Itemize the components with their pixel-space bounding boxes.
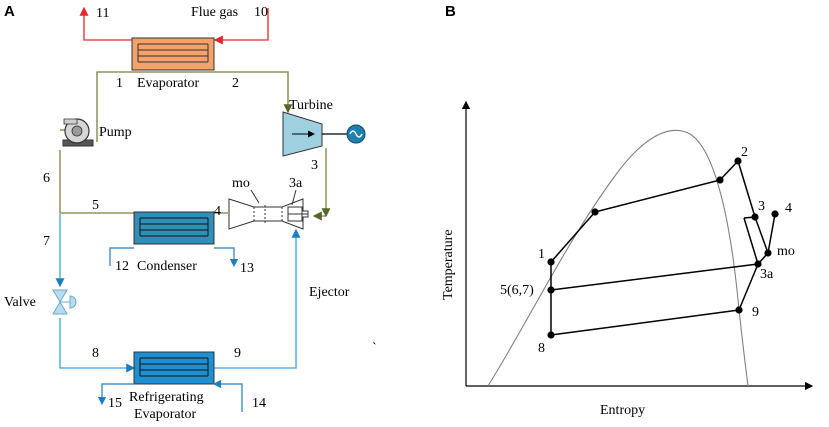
- condenser-water-lines: [109, 247, 239, 268]
- valve-icon: [52, 289, 77, 315]
- flue-gas-label: Flue gas: [191, 5, 238, 20]
- ejector-mo-label: mo: [232, 176, 250, 191]
- x-axis-label: Entropy: [600, 403, 645, 418]
- refrigerating-label-line1: Refrigerating: [129, 390, 204, 405]
- panel-a: A 11 Flue gas 10 Evaporator 1: [4, 3, 377, 422]
- turbine-label: Turbine: [289, 98, 333, 113]
- state-1: 1: [116, 76, 123, 91]
- flue-gas-line: [79, 6, 269, 45]
- state-points: [547, 157, 779, 339]
- ts-point-9: 9: [752, 305, 759, 320]
- ts-point-4: 4: [785, 201, 792, 216]
- evaporator-label: Evaporator: [137, 76, 200, 91]
- ejector-label: Ejector: [309, 285, 350, 300]
- refrigerating-evaporator: [133, 351, 215, 385]
- state-9: 9: [234, 346, 241, 361]
- ts-point-2: 2: [741, 145, 748, 160]
- ts-point-mo: mo: [777, 244, 795, 259]
- panel-b-letter: B: [445, 3, 456, 20]
- pump-label: Pump: [99, 125, 132, 140]
- state-4: 4: [214, 204, 221, 219]
- ts-point-1: 1: [538, 247, 545, 262]
- state-11: 11: [96, 6, 109, 21]
- chilled-water-lines: [97, 379, 243, 412]
- ejector-icon: [228, 189, 309, 230]
- evaporator: [131, 37, 215, 71]
- state-12: 12: [115, 259, 129, 274]
- ts-point-3: 3: [758, 199, 765, 214]
- ts-point-567: 5(6,7): [500, 283, 534, 298]
- pump-icon: [62, 118, 94, 147]
- state-8: 8: [92, 346, 99, 361]
- valve-label: Valve: [4, 295, 36, 310]
- state-10: 10: [254, 5, 268, 20]
- condenser-label: Condenser: [137, 259, 197, 274]
- state-5: 5: [92, 198, 99, 213]
- state-7: 7: [43, 234, 50, 249]
- state-15: 15: [108, 396, 122, 411]
- panel-a-letter: A: [4, 3, 15, 20]
- y-axis-label: Temperature: [441, 229, 456, 300]
- ejector-3a-label: 3a: [289, 176, 303, 191]
- state-6: 6: [43, 171, 50, 186]
- ts-point-8: 8: [538, 341, 545, 356]
- refrigerating-label-line2: Evaporator: [134, 407, 197, 422]
- stray-mark: `: [372, 341, 377, 356]
- turbine: [282, 111, 347, 157]
- saturation-dome: [487, 129, 749, 387]
- ts-axes: [461, 100, 814, 391]
- ts-point-3a: 3a: [760, 267, 774, 282]
- state-13: 13: [240, 261, 254, 276]
- state-2: 2: [232, 76, 239, 91]
- refrigerant-line: [55, 214, 301, 373]
- condenser: [133, 211, 215, 245]
- state-14: 14: [252, 396, 266, 411]
- generator-icon: [346, 124, 366, 144]
- state-3: 3: [311, 158, 318, 173]
- panel-b: B Temperature Entropy: [441, 3, 814, 418]
